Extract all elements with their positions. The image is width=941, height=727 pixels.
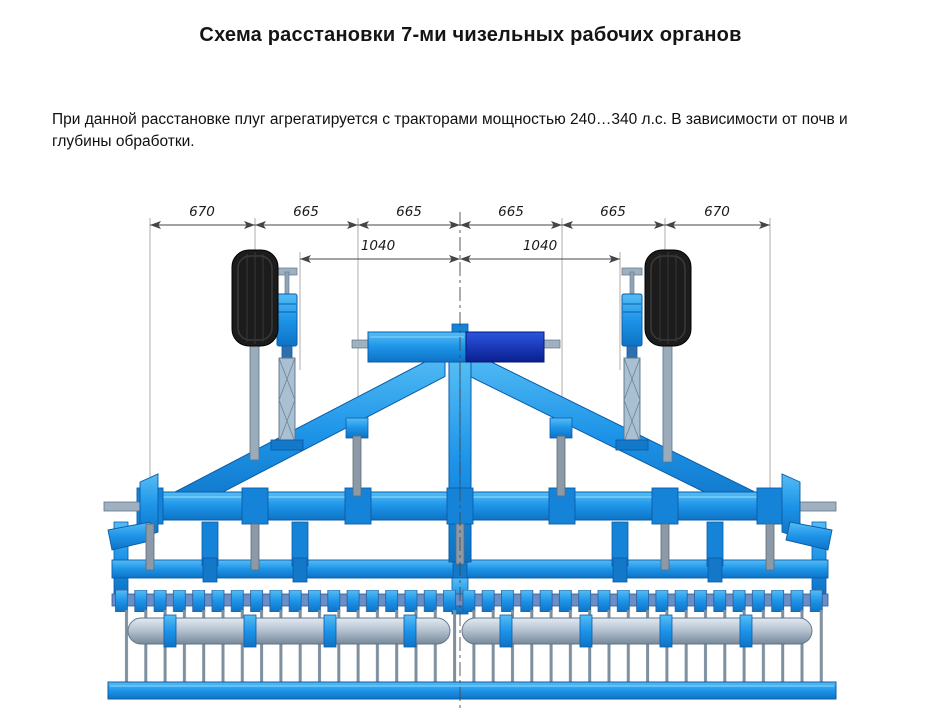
gearbox-block <box>465 331 545 363</box>
left-wing <box>103 473 159 551</box>
hitch-head <box>351 323 561 363</box>
diagram-figure: 670 665 665 665 665 670 1040 1040 <box>0 188 941 723</box>
bottom-bar <box>107 681 837 700</box>
tine-clamp-bar <box>112 589 828 612</box>
dimension-label: 665 <box>396 204 422 220</box>
right-wing <box>781 473 837 551</box>
tube-bearing-clamps <box>163 614 753 648</box>
dimension-label: 670 <box>704 204 730 220</box>
intro-text: При данной расстановке плуг агрегатирует… <box>52 111 848 151</box>
shank-front-right <box>549 417 573 497</box>
roller-harrow <box>107 589 837 700</box>
wheel-right <box>644 249 692 347</box>
hydraulic-cylinder-left <box>249 267 304 461</box>
rear-rail <box>111 521 829 615</box>
dimension-label: 1040 <box>361 238 395 254</box>
chisel-shanks <box>145 417 775 571</box>
dimension-label: 665 <box>600 204 626 220</box>
wheel-left <box>231 249 279 347</box>
chisel-plow-diagram: 670 665 665 665 665 670 1040 1040 <box>103 204 837 710</box>
dimension-annotations: 670 665 665 665 665 670 1040 1040 <box>149 204 771 488</box>
dimension-label: 670 <box>189 204 215 220</box>
hydraulic-cylinder-right <box>615 267 673 463</box>
page-title: Схема расстановки 7-ми чизельных рабочих… <box>199 24 742 46</box>
chisel-plow <box>103 249 837 700</box>
shank-front-left <box>345 417 369 497</box>
dimension-label: 1040 <box>523 238 557 254</box>
roller-tube-right <box>461 617 813 645</box>
roller-tube-left <box>127 617 451 645</box>
dimension-label: 665 <box>498 204 524 220</box>
dimension-label: 665 <box>293 204 319 220</box>
